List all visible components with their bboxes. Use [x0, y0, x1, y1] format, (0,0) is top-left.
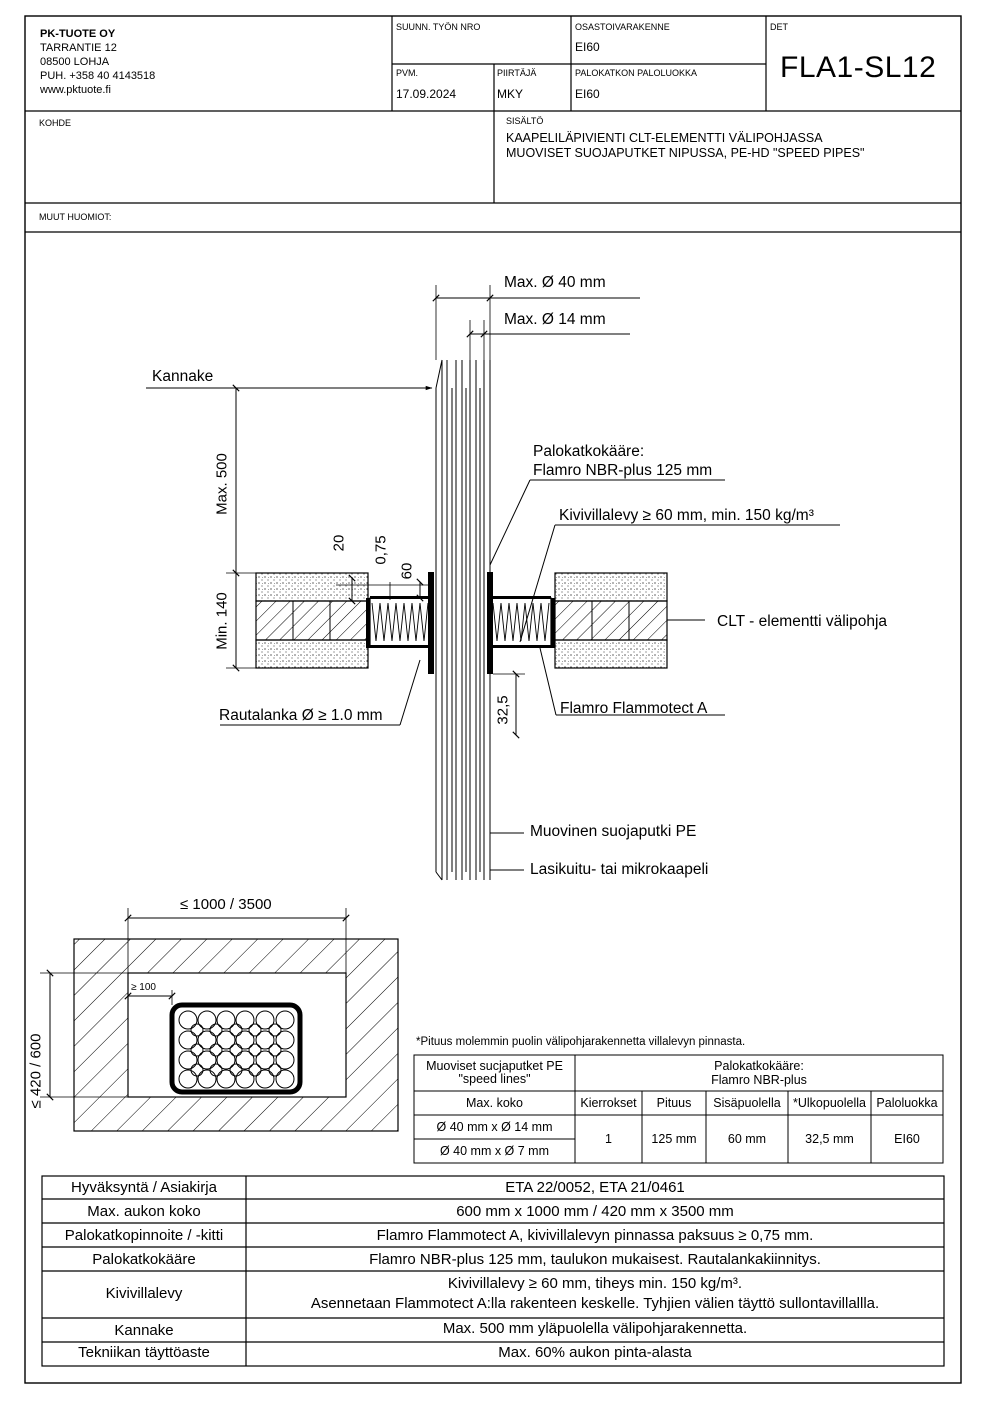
label-palokatko-line-1: Palokatkokääre: — [533, 443, 645, 460]
company-web: www.pktuote.fi — [40, 84, 111, 96]
palokatkon-label: PALOKATKON PALOLUOKKA — [575, 68, 698, 78]
dim-min-140: Min. 140 — [213, 592, 231, 650]
spec-pituus-value: 125 mm — [651, 1132, 697, 1146]
spec-size-2: Ø 40 mm x Ø 7 mm — [439, 1144, 550, 1158]
spec-col-paloluokka: Paloluokka — [876, 1096, 938, 1110]
company-phone: PUH. +358 40 4143518 — [40, 70, 156, 82]
main-row-label: Kannake — [114, 1322, 174, 1339]
main-row-label: Tekniikan täyttöaste — [78, 1344, 210, 1361]
clt-slab-right — [554, 600, 668, 641]
plan-pipe-circles — [178, 1010, 295, 1089]
main-row-value: Max. 60% aukon pinta-alasta — [498, 1344, 692, 1361]
dim-max-500: Max. 500 — [213, 453, 231, 515]
spec-sisa-value: 60 mm — [727, 1132, 767, 1146]
main-table-grid — [41, 1175, 945, 1367]
spec-ulko-value: 32,5 mm — [805, 1132, 854, 1146]
main-row-value-2: Asennetaan Flammotect A:lla rakenteen ke… — [310, 1295, 880, 1312]
osasto-label: OSASTOIVARAKENNE — [575, 22, 670, 32]
spec-table-grid — [413, 1054, 944, 1164]
label-kannake: Kannake — [152, 368, 214, 385]
sheet-border — [24, 15, 962, 1384]
pvm-label: PVM. — [396, 68, 419, 78]
dim-60: 60 — [398, 562, 416, 580]
main-row-value: Flamro Flammotect A, kivivillalevyn pinn… — [376, 1227, 814, 1244]
spec-kierrokset-value: 1 — [605, 1132, 612, 1146]
spec-col-kierrokset: Kierrokset — [580, 1096, 637, 1110]
label-clt: CLT - elementti välipohja — [717, 613, 888, 630]
main-row-label: Kivivillalevy — [105, 1285, 183, 1302]
company-name: PK-TUOTE OY — [40, 28, 116, 40]
piirtaja-value: MKY — [497, 87, 524, 101]
section-drawing — [146, 285, 840, 881]
label-flammotect: Flamro Flammotect A — [560, 700, 708, 717]
kohde-label: KOHDE — [39, 118, 72, 128]
piirtaja-label: PIIRTÄJÄ — [497, 68, 537, 78]
dim-max-40: Max. Ø 40 mm — [504, 274, 606, 291]
title-block-grid — [25, 16, 961, 233]
company-city: 08500 LOHJA — [40, 56, 110, 68]
det-label: DET — [770, 22, 788, 32]
main-row-value: 600 mm x 1000 mm / 420 mm x 3500 mm — [456, 1203, 734, 1220]
spec-head-wrap-line-1: Palokatkokääre: — [714, 1059, 804, 1073]
label-palokatko-line-2: Flamro NBR-plus 125 mm — [533, 462, 713, 479]
suunn-label: SUUNN. TYÖN NRO — [396, 22, 481, 32]
plan-drawing — [40, 908, 399, 1132]
dim-0-75: 0,75 — [372, 535, 390, 565]
spec-col-ulkopuolella: *Ulkopuolella — [793, 1096, 866, 1110]
label-rautalanka: Rautalanka Ø ≥ 1.0 mm — [219, 707, 383, 724]
palokatkon-value: EI60 — [575, 87, 600, 101]
mineral-wool-top-right — [554, 572, 668, 602]
main-row-label: Palokatkokääre — [92, 1251, 196, 1268]
spec-head-pipes: Muoviset sucjaputket PE "speed lines" — [426, 1059, 563, 1086]
sisalto-line-2: MUOVISET SUOJAPUTKET NIPUSSA, PE-HD "SPE… — [506, 146, 865, 160]
spec-col-pituus: Pituus — [656, 1096, 692, 1110]
company-street: TARRANTIE 12 — [40, 42, 117, 54]
spec-col-max-koko: Max. koko — [466, 1096, 523, 1110]
mineral-wool-bottom-right — [554, 639, 668, 669]
mineral-wool-bottom-left — [255, 639, 369, 669]
main-row-value: Kivivillalevy ≥ 60 mm, tiheys min. 150 k… — [447, 1275, 743, 1292]
plan-height-dim: ≤ 420 / 600 — [27, 1033, 45, 1109]
label-lasikuitu: Lasikuitu- tai mikrokaapeli — [530, 861, 709, 878]
main-row-value: Flamro NBR-plus 125 mm, taulukon mukaise… — [369, 1251, 821, 1268]
pvm-value: 17.09.2024 — [396, 87, 457, 101]
main-row-value: Max. 500 mm yläpuolella välipohjarakenne… — [442, 1320, 748, 1337]
clt-slab-left — [255, 600, 369, 641]
spec-size-1: Ø 40 mm x Ø 14 mm — [436, 1120, 553, 1134]
main-row-value: ETA 22/0052, ETA 21/0461 — [505, 1179, 685, 1196]
plan-width-dim: ≤ 1000 / 3500 — [180, 896, 272, 913]
dim-max-14: Max. Ø 14 mm — [504, 311, 606, 328]
mineral-wool-top-left — [255, 572, 369, 602]
main-row-label: Palokatkopinnoite / -kitti — [64, 1227, 224, 1244]
sisalto-line-1: KAAPELILÄPIVIENTI CLT-ELEMENTTI VÄLIPOHJ… — [506, 131, 823, 145]
muut-huomiot-label: MUUT HUOMIOT: — [39, 212, 112, 222]
spec-palo-value: EI60 — [894, 1132, 920, 1146]
spec-head-wrap-line-2: Flamro NBR-plus — [711, 1073, 807, 1087]
dim-20: 20 — [330, 534, 348, 552]
sisalto-label: SISÄLTÖ — [506, 116, 544, 126]
det-value: FLA1-SL12 — [780, 51, 937, 84]
main-row-label: Hyväksyntä / Asiakirja — [71, 1179, 217, 1196]
main-row-label: Max. aukon koko — [87, 1203, 201, 1220]
spec-note: *Pituus molemmin puolin välipohjarakenne… — [416, 1036, 746, 1048]
plan-edge-dim: ≥ 100 — [131, 982, 156, 993]
pipe-bundle — [435, 359, 491, 881]
dim-32-5: 32,5 — [494, 695, 512, 725]
spec-col-sisapuolella: Sisäpuolella — [713, 1096, 781, 1110]
osasto-value: EI60 — [575, 40, 600, 54]
label-muovinen-suojaputki: Muovinen suojaputki PE — [530, 823, 697, 840]
label-kivivilla: Kivivillalevy ≥ 60 mm, min. 150 kg/m³ — [559, 507, 814, 524]
